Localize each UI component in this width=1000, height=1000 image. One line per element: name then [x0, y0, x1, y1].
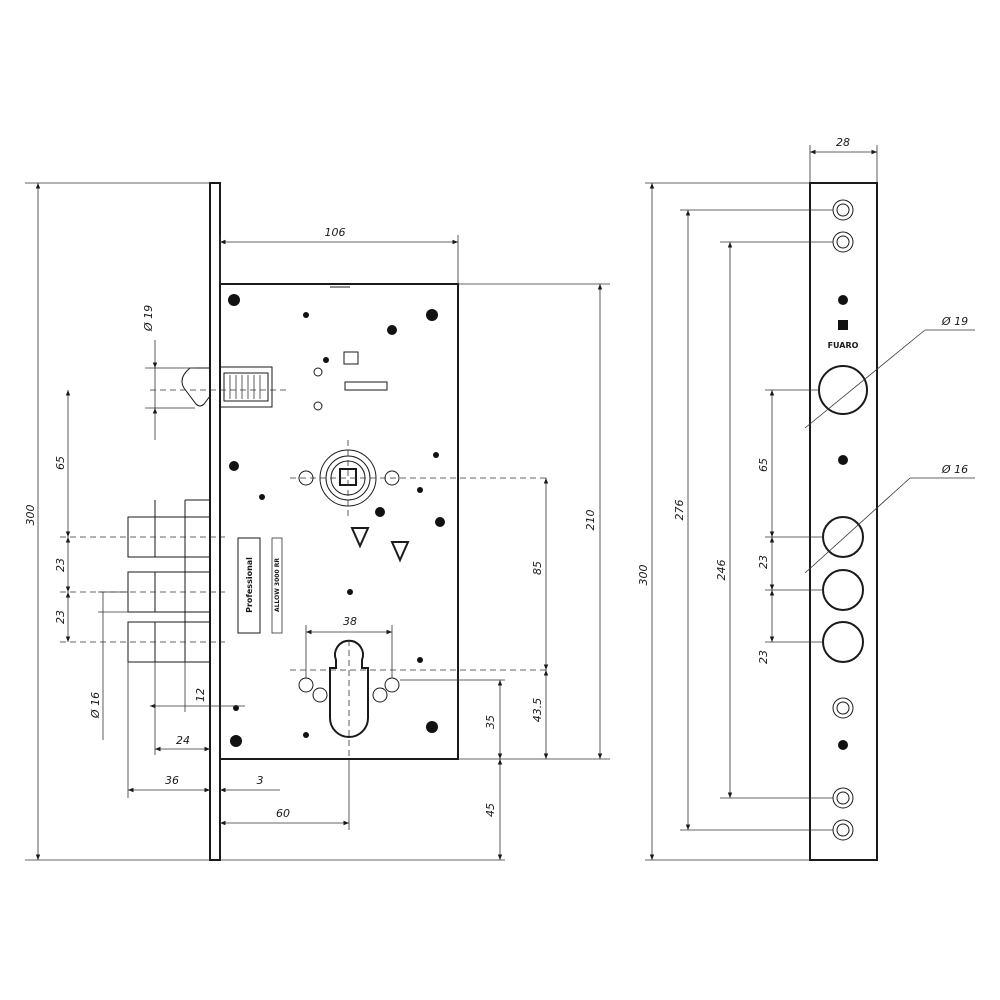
- side-dimensions: 28 300 276 246 65 23: [637, 136, 878, 861]
- dim-faceplate-thickness: 3: [257, 774, 264, 787]
- side-brand-label: FUARO: [828, 341, 859, 350]
- case-brand: Professional: [245, 557, 254, 613]
- dim-latch-to-bolts: 65: [54, 456, 67, 470]
- dim-bolt-throw: 36: [165, 774, 179, 787]
- side-dim-width: 28: [836, 136, 850, 149]
- case-details: [237, 351, 410, 634]
- dim-cylinder-width: 38: [343, 615, 357, 628]
- dim-cylinder-to-case-bottom: 35: [484, 715, 497, 729]
- rivets: [228, 294, 445, 747]
- dim-overall-height: 300: [24, 505, 37, 526]
- case-model: ALLOW 3000 RR: [274, 558, 281, 612]
- spindle-hub: [290, 440, 550, 520]
- side-bolt-opening-3: [822, 621, 864, 663]
- dim-case-width: 106: [325, 226, 346, 239]
- side-faceplate: [809, 182, 878, 861]
- lock-case: [219, 283, 459, 760]
- side-view: FUARO Ø 19 Ø 16 28 300 27: [637, 136, 975, 861]
- side-dim-bolt-spacing-1: 23: [757, 555, 770, 569]
- front-view: Professional ALLOW 3000 RR 300 106 210: [24, 182, 610, 861]
- dim-case-height: 210: [584, 510, 597, 531]
- dim-bolt-extension-2: 24: [176, 734, 190, 747]
- dim-backset: 60: [276, 807, 290, 820]
- case-label: Professional ALLOW 3000 RR: [245, 557, 281, 613]
- side-screws: [832, 199, 854, 841]
- side-dim-screw-spacing-outer: 276: [673, 500, 686, 521]
- side-dim-bolt-spacing-2: 23: [757, 650, 770, 664]
- side-dim-latch-diameter: Ø 19: [941, 315, 968, 328]
- latch: [150, 366, 290, 408]
- dim-spindle-to-cylinder: 85: [531, 561, 544, 575]
- side-bolt-opening-2: [822, 569, 864, 611]
- side-dim-screw-spacing-inner: 246: [715, 560, 728, 581]
- side-dim-latch-to-bolts: 65: [757, 458, 770, 472]
- dim-latch-diameter: Ø 19: [142, 305, 155, 332]
- dim-bolt-extension-1: 12: [194, 688, 207, 702]
- dim-bolt-diameter: Ø 16: [89, 692, 102, 719]
- side-dim-bolt-diameter: Ø 16: [941, 463, 968, 476]
- dim-cylinder-to-bottom: 43.5: [531, 698, 544, 723]
- side-latch-opening: [818, 365, 868, 415]
- bolts: [60, 499, 225, 663]
- side-dim-overall-height: 300: [637, 565, 650, 586]
- front-dimensions: 300 106 210 Ø 19 65 23 23: [24, 182, 610, 861]
- dim-bolt-spacing-2: 23: [54, 610, 67, 624]
- faceplate: [209, 182, 221, 861]
- cylinder-cutout: [290, 639, 550, 760]
- dim-case-to-faceplate-bottom: 45: [484, 803, 497, 817]
- dim-bolt-spacing-1: 23: [54, 558, 67, 572]
